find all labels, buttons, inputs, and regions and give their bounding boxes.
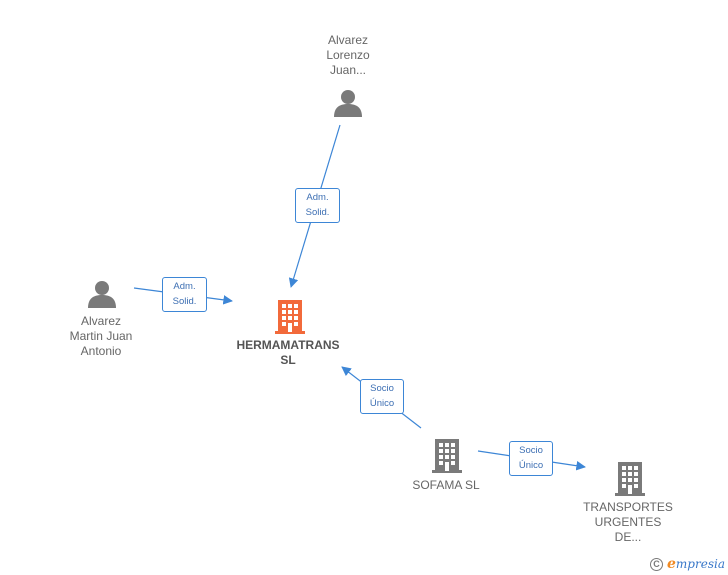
edge-label-line-1: Socio	[370, 383, 394, 394]
edge-label-line-2: Único	[369, 398, 395, 409]
brand-logo: empresia	[667, 556, 725, 572]
main-company-label-line-1: HERMAMATRANS	[236, 338, 340, 352]
person-top-label-line-1: Alvarez	[327, 33, 368, 47]
edge-label-left-to-main[interactable]: Adm. Solid.	[162, 277, 207, 312]
edge-label-sofama-to-transportes[interactable]: Socio Único	[509, 441, 553, 476]
edge-label-line-2: Solid.	[305, 207, 330, 218]
transportes-label-line-1: TRANSPORTES	[583, 500, 673, 514]
person-top-label-line-2: Lorenzo	[326, 48, 370, 62]
edge-label-line-1: Socio	[519, 445, 543, 456]
edge-label-top-to-main[interactable]: Adm. Solid.	[295, 188, 340, 223]
transportes-label-line-3: DE...	[614, 530, 642, 544]
person-left-label-line-1: Alvarez	[80, 314, 121, 328]
edge-label-line-1: Adm.	[173, 281, 196, 292]
brand-initial: e	[667, 556, 676, 572]
sofama-label[interactable]: SOFAMA SL	[396, 478, 496, 493]
edge-label-line-2: Único	[518, 460, 544, 471]
footer-brand[interactable]: C empresia	[650, 555, 725, 573]
copyright-icon: C	[650, 557, 663, 571]
person-left-label[interactable]: Alvarez Martin Juan Antonio	[55, 314, 147, 359]
sofama-label-line-1: SOFAMA SL	[412, 478, 480, 492]
main-company-label[interactable]: HERMAMATRANS SL	[226, 338, 350, 368]
person-left-label-line-3: Antonio	[80, 344, 122, 358]
edge-label-line-2: Solid.	[172, 296, 197, 307]
person-icon[interactable]	[333, 88, 363, 118]
brand-rest: mpresia	[675, 557, 725, 571]
edge-label-sofama-to-main[interactable]: Socio Único	[360, 379, 404, 414]
person-icon[interactable]	[87, 279, 117, 309]
person-left-label-line-2: Martin Juan	[69, 329, 133, 343]
transportes-label-line-2: URGENTES	[594, 515, 662, 529]
person-top-label-line-3: Juan...	[329, 63, 367, 77]
building-icon[interactable]	[430, 437, 464, 473]
person-top-label[interactable]: Alvarez Lorenzo Juan...	[306, 33, 390, 78]
building-icon[interactable]	[613, 460, 647, 496]
transportes-label[interactable]: TRANSPORTES URGENTES DE...	[578, 500, 678, 545]
edge-label-line-1: Adm.	[306, 192, 329, 203]
main-company-label-line-2: SL	[280, 353, 296, 367]
building-icon[interactable]	[273, 298, 307, 334]
